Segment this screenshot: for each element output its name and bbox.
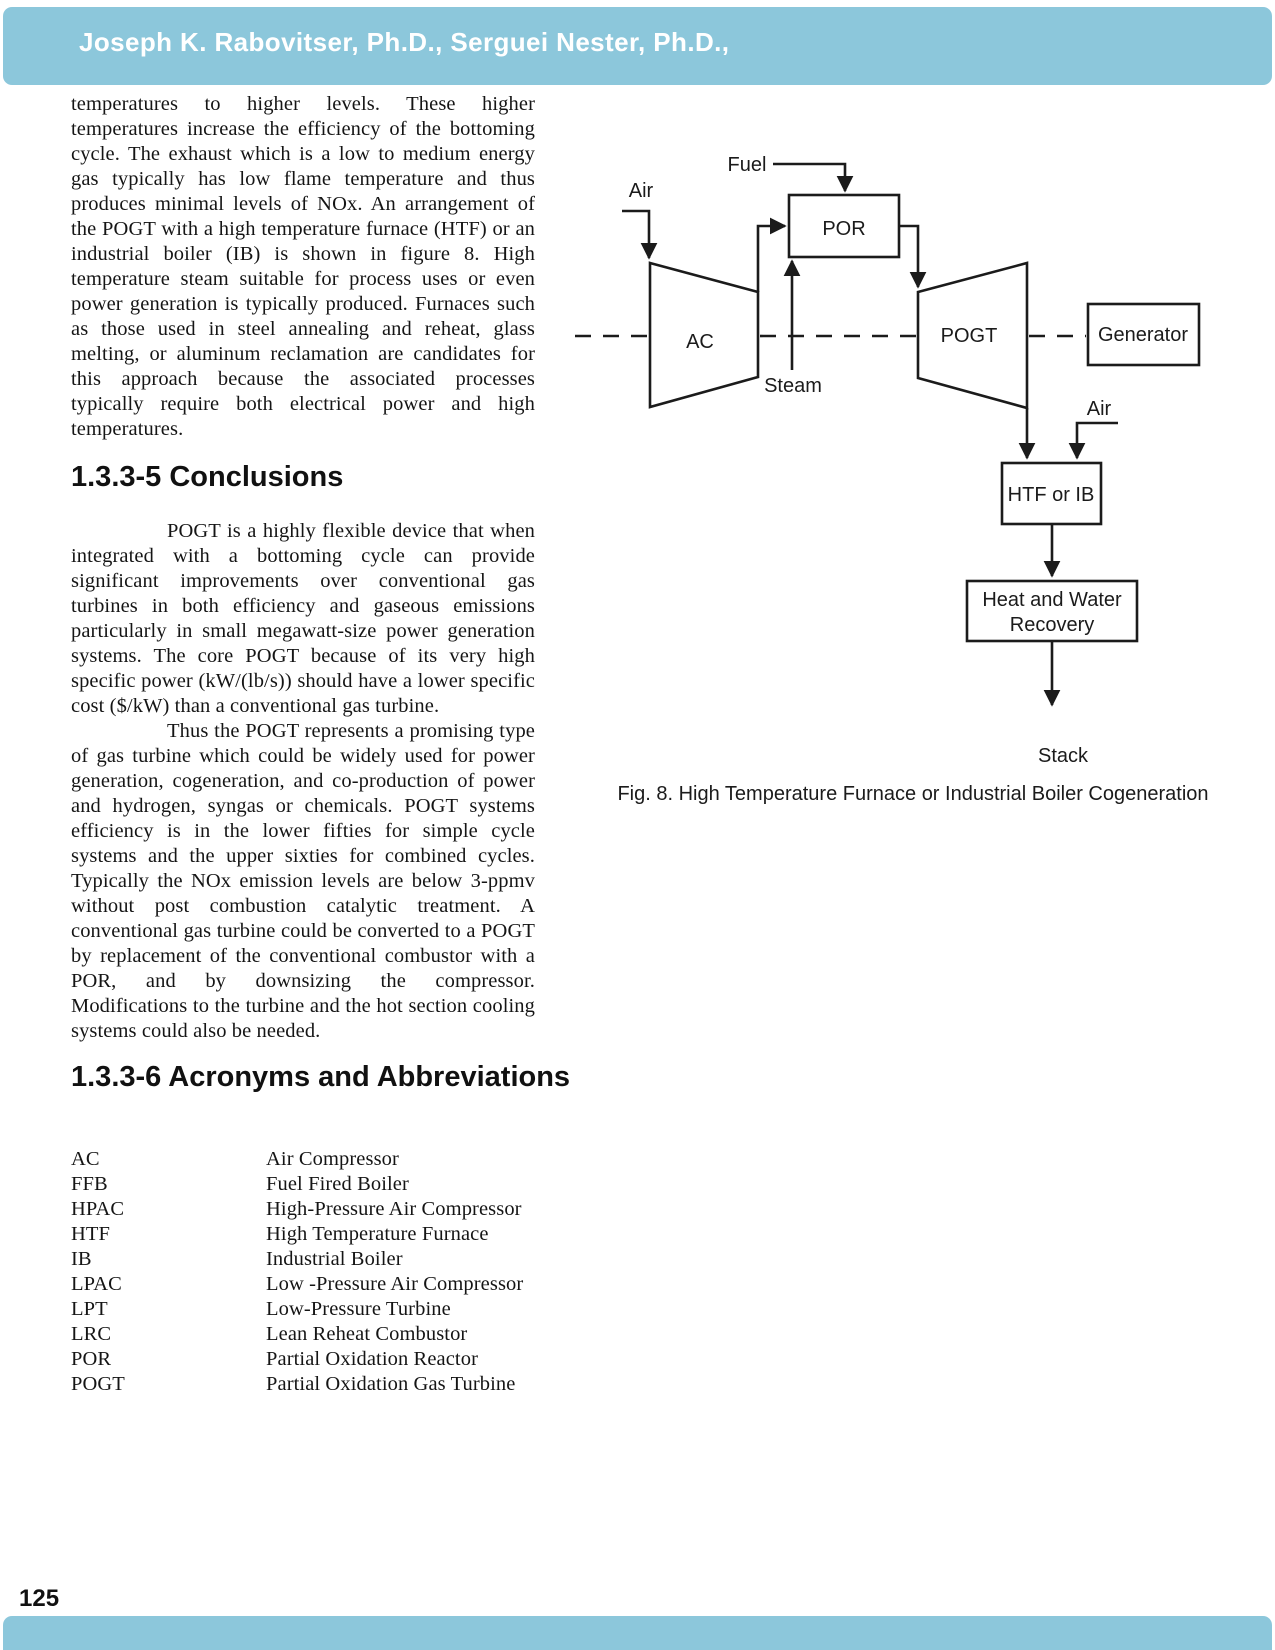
acronym-term: LRC xyxy=(71,1323,112,1345)
acronym-row: FFB Fuel Fired Boiler xyxy=(71,1172,535,1197)
text-column: temperatures to higher levels. These hig… xyxy=(71,92,571,1397)
acronym-term: HPAC xyxy=(71,1198,125,1220)
generator-label: Generator xyxy=(1098,324,1188,346)
acronym-definition: Partial Oxidation Reactor xyxy=(266,1348,478,1370)
section-heading-conclusions: 1.3.3-5 Conclusions xyxy=(71,461,344,493)
ac-compressor-shape xyxy=(648,261,760,409)
acronym-definition: Low -Pressure Air Compressor xyxy=(266,1273,524,1295)
acronym-term: POGT xyxy=(71,1373,125,1395)
acronym-row: IB Industrial Boiler xyxy=(71,1247,535,1272)
acronym-term: FFB xyxy=(71,1173,108,1195)
acronym-term: AC xyxy=(71,1148,100,1170)
air-secondary-line xyxy=(1068,421,1118,460)
stack-label: Stack xyxy=(1038,745,1089,767)
figure-caption: Fig. 8. High Temperature Furnace or Indu… xyxy=(617,783,1208,805)
conclusions-paragraph-2: Thus the POGT represents a promising typ… xyxy=(71,720,535,1042)
header-authors: Joseph K. Rabovitser, Ph.D., Serguei Nes… xyxy=(79,26,730,57)
steam-label: Steam xyxy=(764,375,822,397)
acronym-definition: Industrial Boiler xyxy=(266,1248,403,1270)
ac-label: AC xyxy=(686,331,714,353)
intro-paragraph: temperatures to higher levels. These hig… xyxy=(71,93,535,440)
air-inlet-label: Air xyxy=(629,180,654,202)
air-secondary-label: Air xyxy=(1087,398,1112,420)
section-heading-acronyms: 1.3.3-6 Acronyms and Abbreviations xyxy=(71,1061,571,1093)
acronym-term: LPAC xyxy=(71,1273,122,1295)
acronym-definition: Air Compressor xyxy=(266,1148,399,1170)
pogt-label: POGT xyxy=(941,325,998,347)
air-inlet-flow-line xyxy=(622,209,658,260)
acronym-term: POR xyxy=(71,1348,112,1370)
recovery-label-line1: Heat and Water xyxy=(982,589,1122,611)
figure-8-diagram: Fuel Air AC POR Steam POGT Generator Air… xyxy=(575,154,1209,805)
pogt-turbine-shape xyxy=(916,261,1029,410)
page-number: 125 xyxy=(19,1585,60,1612)
por-label: POR xyxy=(822,218,865,240)
por-to-pogt-line xyxy=(899,224,927,289)
acronym-definition: Lean Reheat Combustor xyxy=(266,1323,468,1345)
acronym-row: HTF High Temperature Furnace xyxy=(71,1222,535,1247)
conclusions-paragraph-1: POGT is a highly flexible device that wh… xyxy=(71,520,535,717)
ac-to-por-line xyxy=(756,217,787,292)
acronym-term: IB xyxy=(71,1248,92,1270)
acronym-definition: High-Pressure Air Compressor xyxy=(266,1198,522,1220)
acronym-term: HTF xyxy=(71,1223,111,1245)
acronym-definition: Fuel Fired Boiler xyxy=(266,1173,409,1195)
acronym-definition: Low-Pressure Turbine xyxy=(266,1298,451,1320)
acronym-list: AC Air Compressor FFB Fuel Fired Boiler HP… xyxy=(71,1147,535,1397)
acronym-row: POGT Partial Oxidation Gas Turbine xyxy=(71,1372,535,1397)
htf-ib-label: HTF or IB xyxy=(1008,484,1095,506)
fuel-label: Fuel xyxy=(728,154,767,176)
acronym-row: LPAC Low -Pressure Air Compressor xyxy=(71,1272,535,1297)
acronym-row: POR Partial Oxidation Reactor xyxy=(71,1347,535,1372)
acronym-row: AC Air Compressor xyxy=(71,1147,535,1172)
acronym-row: LRC Lean Reheat Combustor xyxy=(71,1322,535,1347)
htf-ib-box xyxy=(1000,461,1103,526)
footer-band xyxy=(3,1616,1272,1650)
generator-box xyxy=(1086,302,1201,367)
acronym-definition: Partial Oxidation Gas Turbine xyxy=(266,1373,516,1395)
fuel-flow-line xyxy=(773,162,854,193)
acronym-row: HPAC High-Pressure Air Compressor xyxy=(71,1197,535,1222)
acronym-definition: High Temperature Furnace xyxy=(266,1223,489,1245)
recovery-label-line2: Recovery xyxy=(1010,614,1094,636)
acronym-term: LPT xyxy=(71,1298,108,1320)
header-band: Joseph K. Rabovitser, Ph.D., Serguei Nes… xyxy=(3,7,1272,85)
por-box xyxy=(787,193,901,259)
heat-water-recovery-box xyxy=(965,579,1139,643)
acronym-row: LPT Low-Pressure Turbine xyxy=(71,1297,535,1322)
